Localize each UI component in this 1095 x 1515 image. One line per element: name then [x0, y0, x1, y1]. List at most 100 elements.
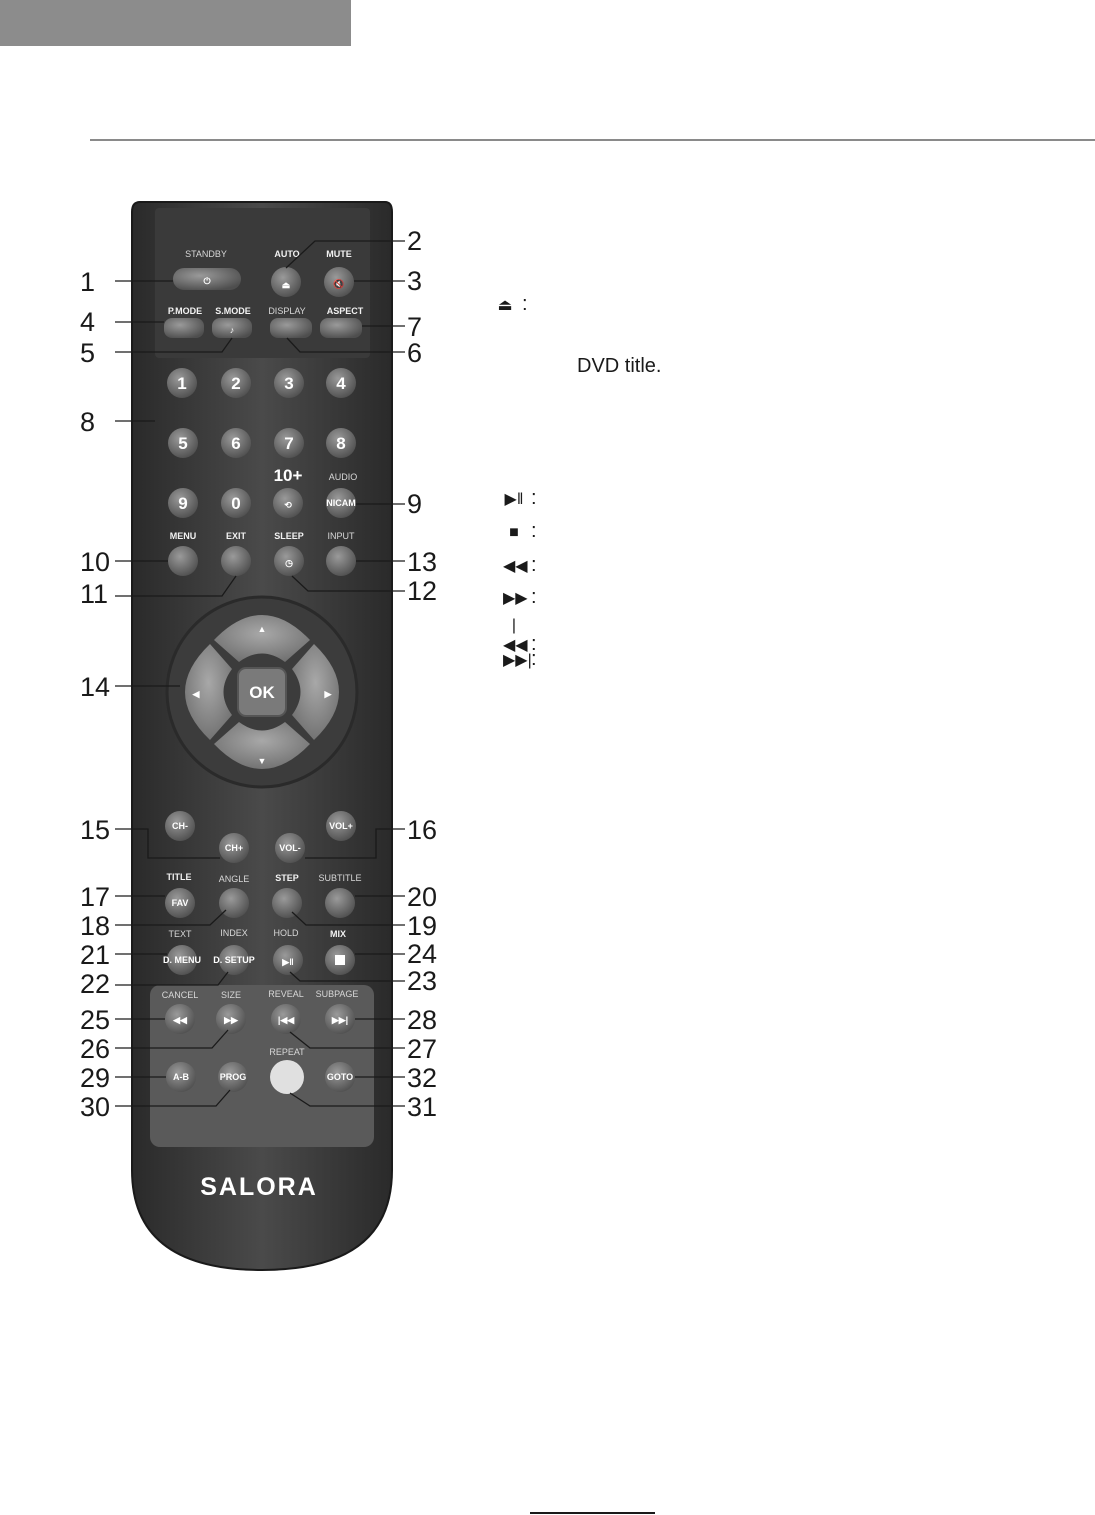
svg-text:HOLD: HOLD [273, 928, 299, 938]
nav-down-button[interactable] [214, 722, 310, 769]
callout-number: 26 [80, 1034, 110, 1064]
digit-label: 1 [177, 374, 186, 393]
prog-button[interactable] [218, 1062, 248, 1092]
nav-left-button[interactable] [185, 644, 232, 740]
digit-label: 5 [178, 434, 187, 453]
callout-number: 19 [407, 911, 437, 941]
repeat-10plus-button[interactable] [273, 488, 303, 518]
svg-text:INDEX: INDEX [220, 928, 248, 938]
digit-button[interactable] [221, 428, 251, 458]
subtitle-button[interactable] [325, 888, 355, 918]
ab-button[interactable] [166, 1062, 196, 1092]
pmode-button[interactable] [164, 318, 204, 338]
play-pause-button[interactable] [273, 945, 303, 975]
digit-label: 0 [231, 494, 240, 513]
digit-button[interactable] [274, 428, 304, 458]
left-arrow-icon: ◀ [192, 689, 201, 699]
input-button[interactable] [326, 546, 356, 576]
footer-rule [530, 1512, 655, 1514]
previous-icon: |◀◀ [503, 617, 528, 654]
svg-text:AUDIO: AUDIO [329, 472, 358, 482]
dmenu-button[interactable] [167, 945, 197, 975]
callout-number: 3 [407, 266, 422, 296]
svg-text:D. SETUP: D. SETUP [213, 955, 255, 965]
goto-button[interactable] [325, 1062, 355, 1092]
next-button[interactable] [325, 1004, 355, 1034]
vol-minus-button[interactable] [275, 833, 305, 863]
svg-text:TITLE: TITLE [167, 872, 192, 882]
next-icon: ▶▶| [503, 652, 532, 669]
nicam-button[interactable] [326, 488, 356, 518]
previous-icon: |◀◀ [278, 1015, 295, 1025]
power-icon: ⏻ [203, 276, 211, 286]
svg-text:CH-: CH- [172, 821, 188, 831]
digit-button[interactable] [221, 368, 251, 398]
exit-button[interactable] [221, 546, 251, 576]
callout-number: 28 [407, 1005, 437, 1035]
eject-icon: ⏏ [282, 280, 291, 290]
digit-label: 7 [284, 434, 293, 453]
digit-label: 8 [336, 434, 345, 453]
svg-text:PROG: PROG [220, 1072, 247, 1082]
svg-text:ASPECT: ASPECT [327, 306, 364, 316]
rewind-icon: ◀◀ [503, 558, 528, 575]
callout-number: 16 [407, 815, 437, 845]
digit-button[interactable] [326, 428, 356, 458]
callout-lines [115, 240, 405, 1107]
digit-button[interactable] [221, 488, 251, 518]
vol-plus-button[interactable] [326, 811, 356, 841]
digit-button[interactable] [168, 428, 198, 458]
standby-button[interactable] [173, 268, 241, 290]
callout-number: 31 [407, 1092, 437, 1122]
callout-number: 27 [407, 1034, 437, 1064]
callout-number: 5 [80, 338, 95, 368]
digit-label: 3 [284, 374, 293, 393]
fav-button[interactable] [165, 888, 195, 918]
eject-icon: ⏏ [497, 297, 513, 314]
callout-number: 15 [80, 815, 110, 845]
callout-number: 29 [80, 1063, 110, 1093]
callout-number: 6 [407, 338, 422, 368]
previous-button[interactable] [271, 1004, 301, 1034]
smode-button[interactable] [212, 318, 252, 338]
sleep-button[interactable] [274, 546, 304, 576]
rewind-icon: ◀◀ [172, 1015, 188, 1025]
header-tab [0, 0, 351, 46]
callout-number: 8 [80, 407, 95, 437]
digit-label: 6 [231, 434, 240, 453]
digit-button[interactable] [326, 368, 356, 398]
svg-text:CH+: CH+ [225, 843, 243, 853]
callout-number: 10 [80, 547, 110, 577]
step-button[interactable] [272, 888, 302, 918]
callout-number: 24 [407, 939, 437, 969]
callout-number: 1 [80, 267, 95, 297]
ch-minus-button[interactable] [165, 811, 195, 841]
display-button[interactable] [270, 318, 312, 338]
digit-button[interactable] [168, 488, 198, 518]
repeat-button[interactable] [270, 1060, 304, 1094]
mute-button[interactable] [324, 267, 354, 297]
callout-number: 20 [407, 882, 437, 912]
svg-text:MENU: MENU [170, 531, 197, 541]
play-pause-icon: ▶‖ [281, 957, 293, 967]
nav-right-button[interactable] [292, 644, 339, 740]
svg-text:NICAM: NICAM [326, 498, 356, 508]
callout-number: 2 [407, 226, 422, 256]
ch-plus-button[interactable] [219, 833, 249, 863]
menu-button[interactable] [168, 546, 198, 576]
svg-text:SUBTITLE: SUBTITLE [318, 873, 361, 883]
auto-eject-button[interactable] [271, 267, 301, 297]
angle-button[interactable] [219, 888, 249, 918]
digit-button[interactable] [274, 368, 304, 398]
svg-text:P.MODE: P.MODE [168, 306, 202, 316]
rewind-button[interactable] [165, 1004, 195, 1034]
ok-button[interactable] [237, 667, 287, 717]
callout-number: 13 [407, 547, 437, 577]
fast-forward-button[interactable] [216, 1004, 246, 1034]
digit-button[interactable] [167, 368, 197, 398]
nav-up-button[interactable] [214, 615, 310, 662]
legend-play-pause: ▶‖: [504, 487, 537, 509]
dsetup-button[interactable] [219, 945, 249, 975]
callout-number: 7 [407, 312, 422, 342]
aspect-button[interactable] [320, 318, 362, 338]
